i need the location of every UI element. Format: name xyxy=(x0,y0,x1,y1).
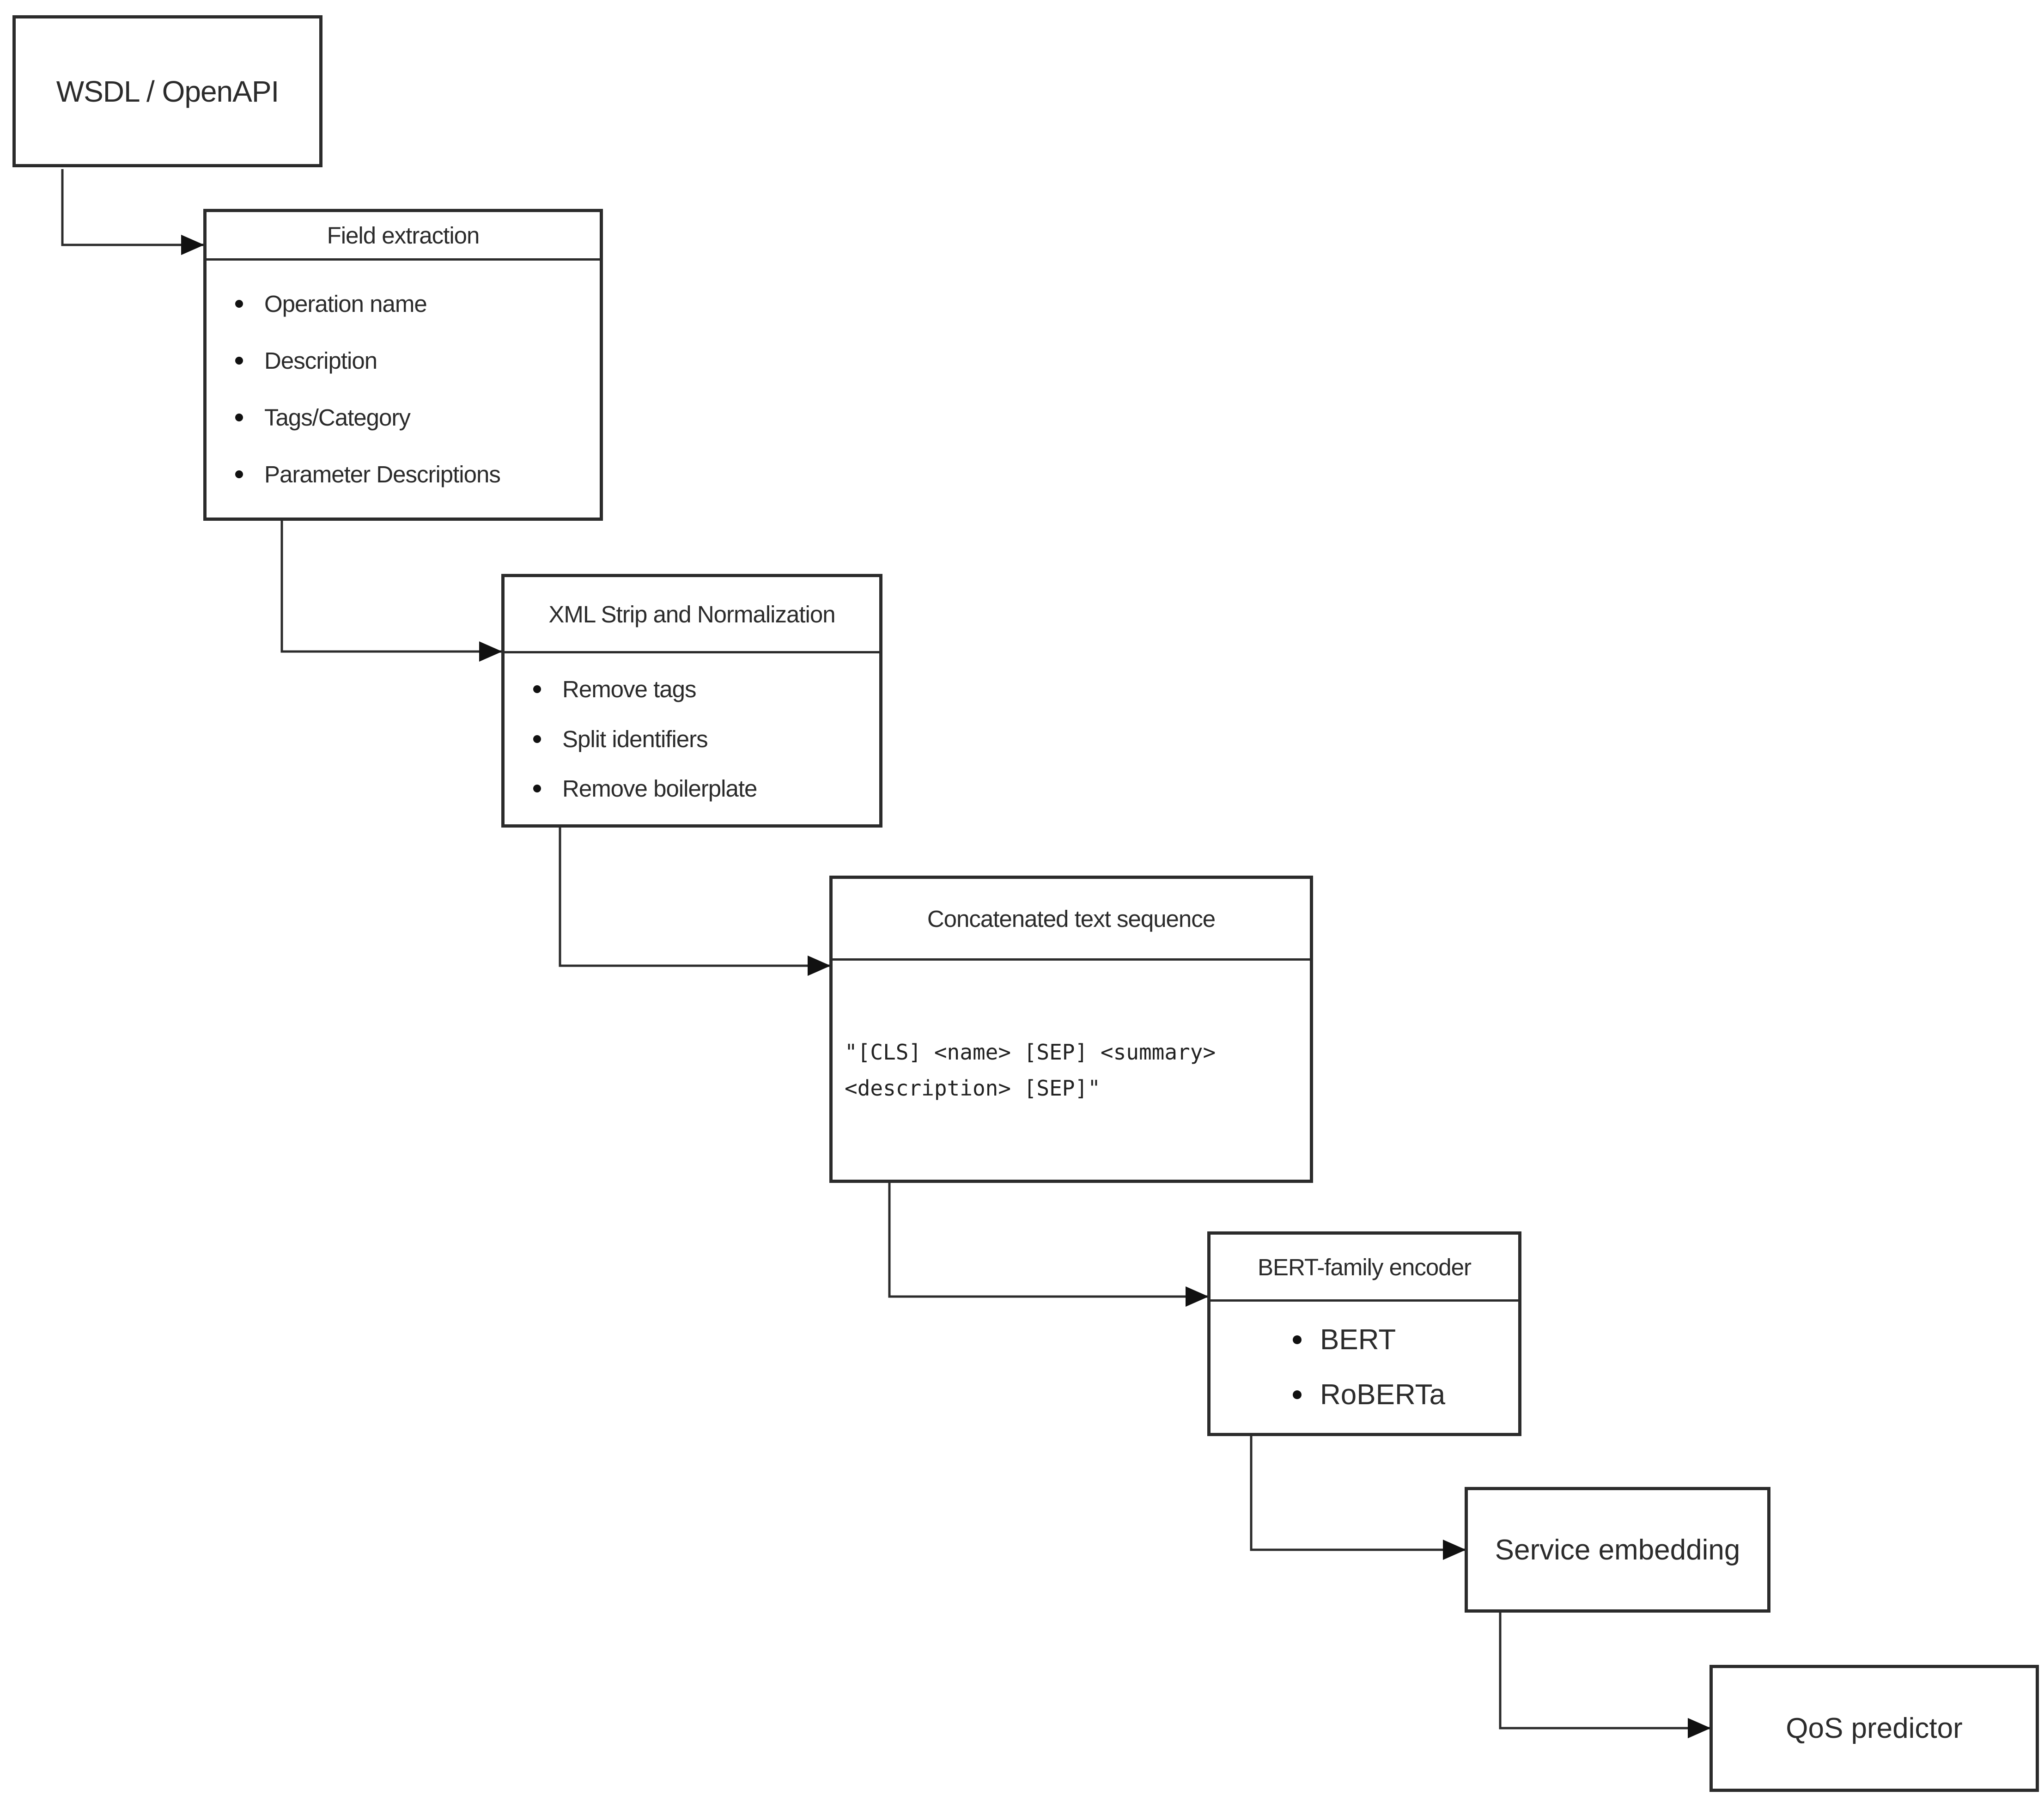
node-title: BERT-family encoder xyxy=(1211,1235,1518,1302)
node-title: XML Strip and Normalization xyxy=(505,577,879,653)
list-item: RoBERTa xyxy=(1211,1378,1518,1411)
node-service-embedding: Service embedding xyxy=(1465,1487,1770,1613)
node-bullet-list: BERT RoBERTa xyxy=(1211,1302,1518,1433)
list-item: Operation name xyxy=(207,290,600,317)
list-item: Remove boilerplate xyxy=(505,775,879,802)
list-item: Remove tags xyxy=(505,676,879,703)
bullet-icon xyxy=(533,784,541,792)
connector-wsdl-to-field xyxy=(61,169,204,255)
connector-concat-to-bert xyxy=(888,1182,1209,1307)
node-title: Field extraction xyxy=(207,212,600,261)
list-item: Description xyxy=(207,347,600,374)
node-concatenated-text-sequence: Concatenated text sequence "[CLS] <name>… xyxy=(829,876,1313,1183)
list-item: Parameter Descriptions xyxy=(207,461,600,488)
node-title: Concatenated text sequence xyxy=(833,879,1310,961)
bullet-icon xyxy=(533,685,541,694)
node-code-body: "[CLS] <name> [SEP] <summary> <descripti… xyxy=(833,961,1310,1180)
connector-bert-to-embed xyxy=(1250,1435,1466,1560)
node-title: QoS predictor xyxy=(1786,1712,1963,1744)
node-title: WSDL / OpenAPI xyxy=(56,74,280,108)
list-item: Split identifiers xyxy=(505,725,879,753)
connector-field-to-xml xyxy=(280,520,502,662)
bullet-icon xyxy=(1293,1390,1302,1399)
node-bullet-list: Operation name Description Tags/Category… xyxy=(207,261,600,518)
bullet-icon xyxy=(235,414,243,421)
bullet-icon xyxy=(533,735,541,743)
bullet-icon xyxy=(235,470,243,478)
connector-xml-to-concat xyxy=(559,827,831,976)
list-item: Tags/Category xyxy=(207,404,600,431)
list-item: BERT xyxy=(1211,1323,1518,1356)
node-field-extraction: Field extraction Operation name Descript… xyxy=(203,209,603,521)
connector-embed-to-qos xyxy=(1499,1612,1711,1738)
bullet-icon xyxy=(235,357,243,365)
bullet-icon xyxy=(235,300,243,308)
node-bullet-list: Remove tags Split identifiers Remove boi… xyxy=(505,653,879,824)
node-wsdl-openapi: WSDL / OpenAPI xyxy=(12,15,322,167)
bullet-icon xyxy=(1293,1335,1302,1345)
node-title: Service embedding xyxy=(1495,1534,1740,1566)
token-sequence-text: "[CLS] <name> [SEP] <summary> <descripti… xyxy=(845,1040,1216,1101)
node-bert-family-encoder: BERT-family encoder BERT RoBERTa xyxy=(1207,1231,1521,1436)
node-xml-strip-normalization: XML Strip and Normalization Remove tags … xyxy=(501,574,882,828)
node-qos-predictor: QoS predictor xyxy=(1709,1665,2039,1792)
